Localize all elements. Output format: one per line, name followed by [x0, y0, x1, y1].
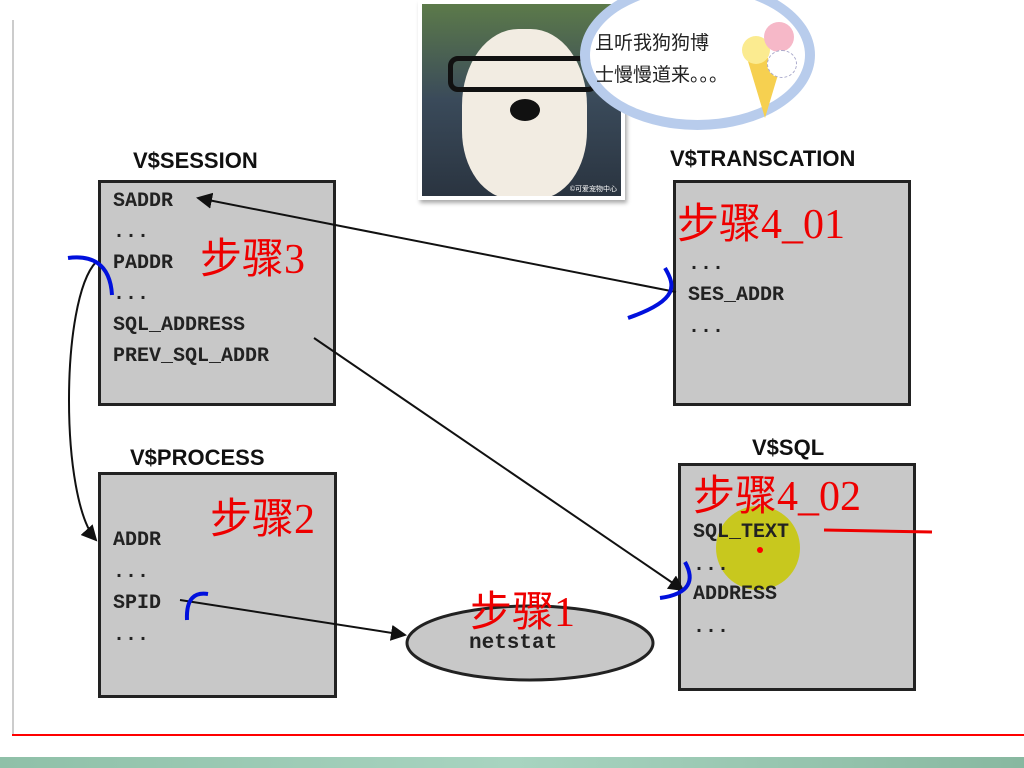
step-4-02-label: 步骤4_02	[693, 474, 862, 520]
left-border	[12, 20, 14, 736]
blue-annotation	[659, 561, 692, 600]
process-item: SPID	[113, 592, 162, 615]
session-item: PADDR	[113, 252, 174, 275]
speech-bubble-text: 且听我狗狗博 士慢慢道来。。。	[595, 28, 755, 92]
sql-title: V$SQL	[752, 435, 825, 460]
sql-item: ...	[693, 616, 730, 639]
arrow-sqladdress-address	[313, 337, 685, 592]
transaction-title: V$TRANSCATION	[670, 146, 856, 171]
bubble-line-1: 且听我狗狗博	[595, 33, 710, 54]
arrow-paddr-addr	[68, 261, 98, 542]
netstat-ellipse	[405, 604, 655, 682]
laser-pointer	[757, 547, 763, 553]
netstat-label: netstat	[469, 632, 558, 655]
bottom-red-line	[12, 734, 1024, 736]
sql-item: SQL_TEXT	[693, 521, 790, 544]
ice-cream-icon	[742, 18, 802, 118]
step-1-label: 步骤1	[470, 590, 576, 636]
bubble-line-2: 士慢慢道来。。。	[595, 65, 729, 86]
blue-annotation	[67, 255, 114, 296]
session-title: V$SESSION	[133, 148, 258, 173]
process-item: ADDR	[113, 529, 162, 552]
blue-annotation	[184, 591, 209, 621]
transaction-table: ... SES_ADDR ...	[673, 180, 911, 406]
session-item: ...	[113, 221, 150, 244]
red-pointer-line	[823, 528, 933, 534]
transaction-item: SES_ADDR	[688, 284, 785, 307]
session-item: SADDR	[113, 190, 174, 213]
photo-caption: ©可爱宠物中心	[569, 186, 617, 193]
session-item: PREV_SQL_ADDR	[113, 345, 270, 368]
sql-table: SQL_TEXT ... ADDRESS ...	[678, 463, 916, 691]
dog-nose	[510, 99, 540, 121]
sql-item: ADDRESS	[693, 583, 778, 606]
arrow-saddr-sesaddr	[196, 192, 677, 293]
footer-strip	[0, 757, 1024, 768]
step-4-01-label: 步骤4_01	[677, 202, 846, 248]
blue-annotation	[627, 266, 674, 320]
session-item: SQL_ADDRESS	[113, 314, 246, 337]
process-item: ...	[113, 561, 150, 584]
process-table: ADDR ... SPID ...	[98, 472, 337, 698]
step-2-label: 步骤2	[210, 497, 316, 543]
sql-item: ...	[693, 554, 730, 577]
process-item: ...	[113, 624, 150, 647]
transaction-item: ...	[688, 253, 725, 276]
session-item: ...	[113, 283, 150, 306]
transaction-item: ...	[688, 316, 725, 339]
step-3-label: 步骤3	[200, 237, 306, 283]
arrow-spid-netstat	[179, 599, 407, 641]
process-title: V$PROCESS	[130, 445, 265, 470]
